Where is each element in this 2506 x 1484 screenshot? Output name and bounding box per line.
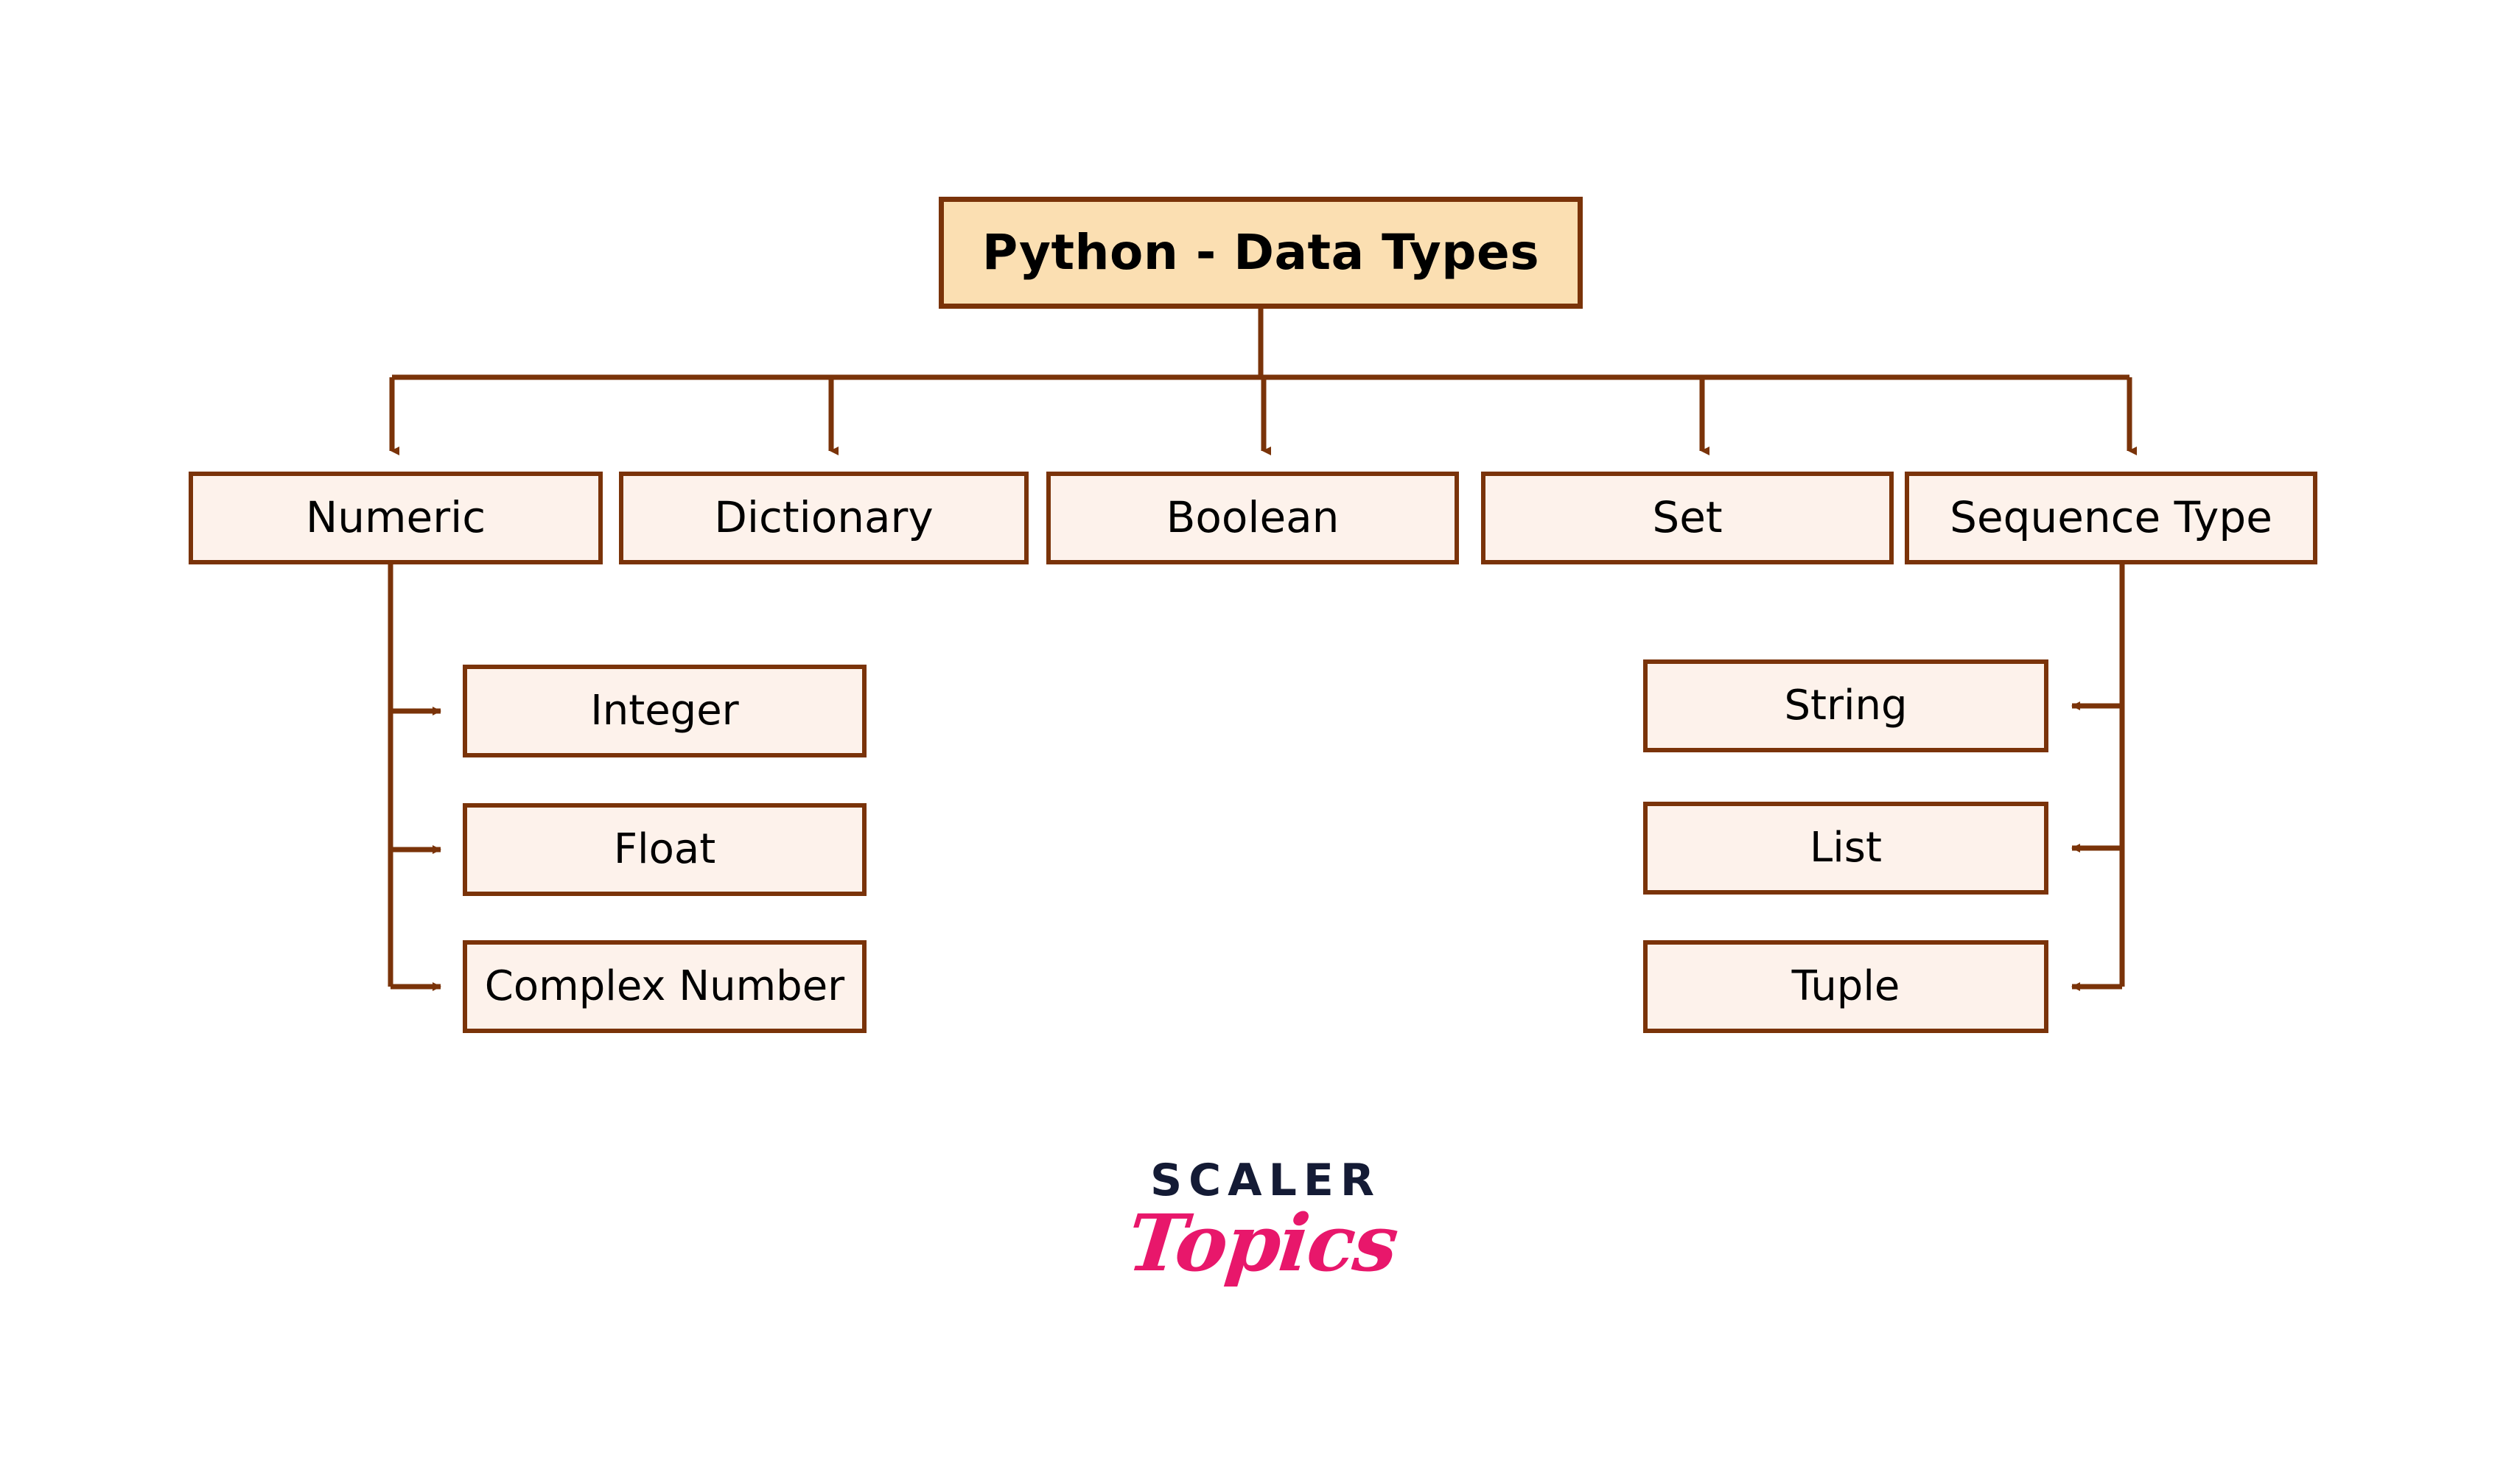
node-integer[interactable]: Integer bbox=[463, 665, 867, 757]
logo-scaler-wordmark: SCALER bbox=[1149, 1155, 1382, 1206]
node-float-label: Float bbox=[613, 825, 716, 874]
node-dictionary[interactable]: Dictionary bbox=[619, 472, 1029, 564]
node-float[interactable]: Float bbox=[463, 803, 867, 896]
node-tuple-label: Tuple bbox=[1791, 962, 1900, 1011]
node-list-label: List bbox=[1810, 824, 1882, 872]
node-set[interactable]: Set bbox=[1481, 472, 1894, 564]
node-list[interactable]: List bbox=[1643, 802, 2048, 895]
node-numeric[interactable]: Numeric bbox=[189, 472, 603, 564]
node-integer-label: Integer bbox=[590, 687, 739, 735]
node-string[interactable]: String bbox=[1643, 659, 2048, 752]
node-boolean-label: Boolean bbox=[1166, 492, 1340, 543]
node-string-label: String bbox=[1784, 682, 1908, 730]
node-complex-number[interactable]: Complex Number bbox=[463, 940, 867, 1033]
logo-topics-wordmark: Topics bbox=[1123, 1197, 1401, 1289]
node-numeric-label: Numeric bbox=[305, 492, 486, 543]
scaler-topics-logo: SCALER Topics bbox=[1104, 1158, 1421, 1365]
node-set-label: Set bbox=[1652, 492, 1723, 543]
node-complex-number-label: Complex Number bbox=[484, 962, 845, 1011]
node-root[interactable]: Python - Data Types bbox=[939, 197, 1583, 309]
node-root-label: Python - Data Types bbox=[981, 223, 1540, 281]
node-tuple[interactable]: Tuple bbox=[1643, 940, 2048, 1033]
node-boolean[interactable]: Boolean bbox=[1046, 472, 1459, 564]
node-sequence-type-label: Sequence Type bbox=[1950, 492, 2272, 543]
node-dictionary-label: Dictionary bbox=[714, 492, 934, 543]
node-sequence-type[interactable]: Sequence Type bbox=[1905, 472, 2317, 564]
